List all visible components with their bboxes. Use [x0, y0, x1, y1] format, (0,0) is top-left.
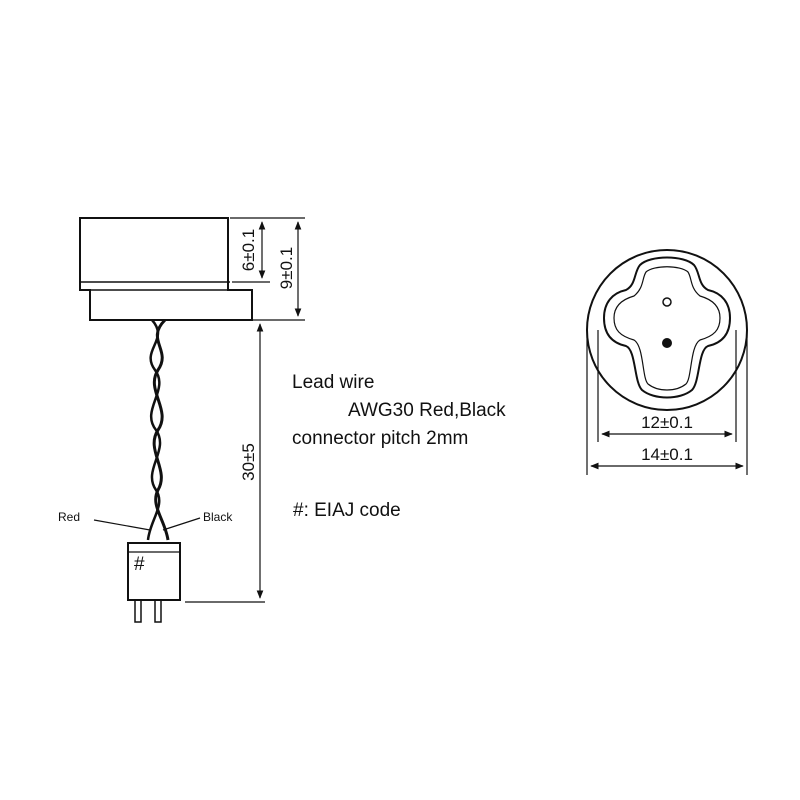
red-pointer: [93, 519, 151, 531]
connector-code-mark: #: [134, 554, 145, 575]
black-pointer: [162, 517, 201, 531]
center-dot: [662, 338, 672, 348]
note-eiaj: #: EIAJ code: [293, 500, 401, 521]
lead-wire-red: [146, 319, 162, 541]
dim-14-label: 14±0.1: [641, 445, 693, 464]
note-pitch: connector pitch 2mm: [292, 428, 468, 449]
buzzer-inner-recess: [602, 256, 732, 399]
dim-30-label: 30±5: [239, 443, 258, 481]
wire-label-red: Red: [58, 510, 80, 524]
connector-pin-1: [134, 599, 142, 623]
note-awg: AWG30 Red,Black: [348, 400, 506, 421]
dim-6-label: 6±0.1: [239, 229, 258, 271]
connector-pin-2: [154, 599, 162, 623]
front-view: [586, 249, 748, 475]
dim-9-label: 9±0.1: [277, 247, 296, 289]
wire-label-black: Black: [203, 510, 233, 524]
buzzer-outer-circle: [586, 249, 748, 411]
note-lead-wire: Lead wire: [292, 372, 374, 393]
dim-12-label: 12±0.1: [641, 413, 693, 432]
side-view: [79, 217, 305, 623]
lead-wire-black: [152, 318, 170, 541]
buzzer-body-outline: [79, 217, 253, 321]
sound-hole: [662, 297, 672, 307]
